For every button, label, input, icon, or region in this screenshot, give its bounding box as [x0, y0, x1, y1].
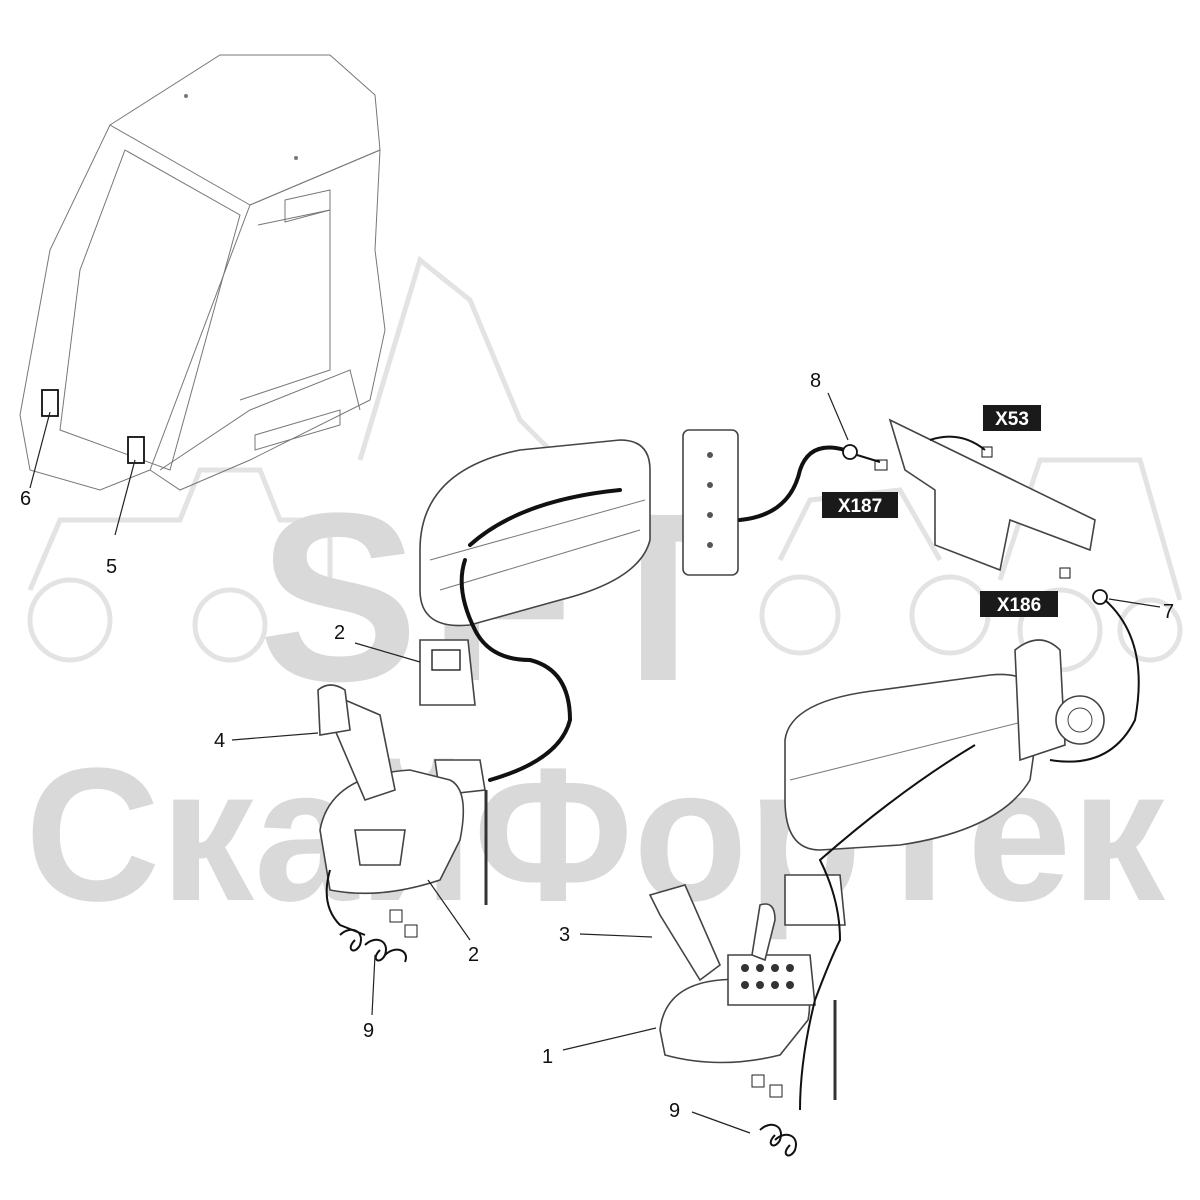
callout-labels: 6 5 2 4 2 9 3 1 9 8 7 — [20, 370, 1174, 1122]
connector-label-x53: X53 — [995, 409, 1029, 430]
connector-bracket — [874, 418, 1096, 579]
callout-7: 7 — [1163, 601, 1174, 623]
callout-8: 8 — [810, 370, 821, 392]
decal-5 — [127, 436, 145, 464]
callout-9-left: 9 — [363, 1020, 374, 1042]
connector-label-x186: X186 — [997, 595, 1041, 616]
connector-7 — [1092, 589, 1108, 605]
connector-8 — [842, 444, 858, 460]
cab-illustration — [19, 54, 386, 491]
callout-1: 1 — [542, 1046, 553, 1068]
callout-2-upper: 2 — [334, 622, 345, 644]
connector-tags: X53 X187 X186 — [822, 405, 1058, 617]
decal-6 — [41, 389, 59, 417]
connector-tag-x187: X187 — [822, 492, 898, 518]
left-armrest-console — [419, 429, 739, 905]
right-joystick — [648, 884, 816, 1098]
callout-9-right: 9 — [669, 1100, 680, 1122]
callout-4: 4 — [214, 730, 225, 752]
mounting-plate — [682, 429, 739, 576]
connector-label-x187: X187 — [838, 496, 882, 517]
leader-lines — [29, 392, 1161, 1134]
callout-2-lower: 2 — [468, 944, 479, 966]
callout-6: 6 — [20, 488, 31, 510]
callout-5: 5 — [106, 556, 117, 578]
left-joystick — [317, 684, 465, 938]
connector-tag-x186: X186 — [980, 591, 1058, 617]
right-armrest-console — [784, 639, 1105, 1100]
wiring-harness — [325, 435, 1140, 1157]
connector-tag-x53: X53 — [983, 405, 1041, 431]
callout-3: 3 — [559, 924, 570, 946]
